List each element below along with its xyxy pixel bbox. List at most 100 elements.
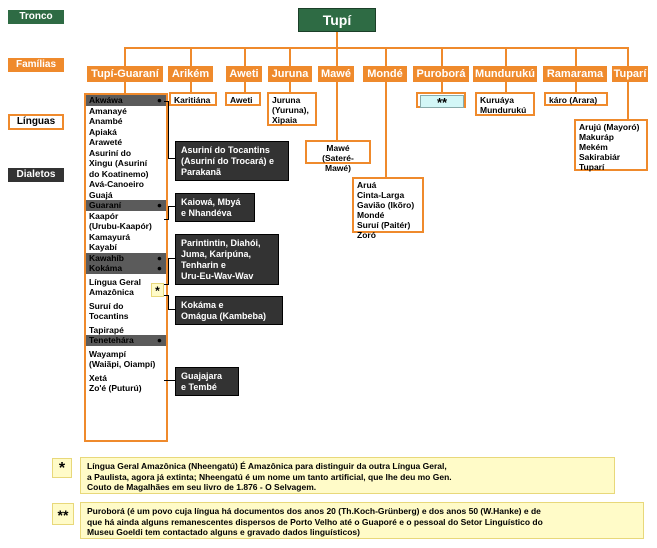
family-tupi-guarani: Tupí-Guaraní: [87, 66, 163, 82]
language-item: Tuparí: [579, 162, 605, 172]
languages-arikem: Karitiána: [169, 92, 217, 106]
family-aweti: Aweti: [226, 66, 262, 82]
dialect-line: Parintintin, Diahói,: [181, 238, 261, 248]
connector: [124, 82, 126, 93]
language-item: Amanayé: [86, 106, 166, 117]
legend-linguas: Línguas: [8, 114, 64, 130]
connector: [168, 258, 169, 284]
language-name: Avá-Canoeiro: [89, 179, 144, 189]
star-marker: *: [151, 282, 164, 298]
language-item: (Sateré-Mawé): [322, 153, 354, 173]
bullet-icon: ●: [156, 200, 162, 210]
family-tupari: Tuparí: [612, 66, 648, 82]
language-item: Mundurukú: [480, 105, 527, 115]
languages-juruna: Juruna (Yuruna), Xipaia: [267, 92, 317, 126]
connector: [627, 82, 629, 119]
family-arikem: Arikém: [168, 66, 213, 82]
language-name: Amanayé: [89, 105, 127, 116]
languages-munduruku: Kuruáya Mundurukú: [475, 92, 535, 116]
double-asterisk-marker: **: [420, 95, 464, 109]
languages-purobora: **: [416, 92, 466, 109]
language-item: (Urubu-Kaapór): [86, 221, 166, 232]
language-name: Tenetehára: [89, 335, 134, 345]
language-name: Asuriní do: [89, 147, 132, 158]
note-star-marker: *: [52, 458, 72, 478]
language-item: Kayabí: [86, 242, 166, 253]
language-item: do Koatinemo): [86, 169, 166, 180]
languages-ramarama: káro (Arara): [544, 92, 608, 106]
connector: [190, 47, 192, 66]
family-juruna: Juruna: [268, 66, 312, 82]
connector: [441, 82, 443, 92]
language-item: Juruna: [272, 95, 301, 105]
language-item: Mondé: [357, 210, 385, 220]
dialect-box-akwawa: Asuriní do Tocantins (Asuriní do Trocará…: [175, 141, 289, 181]
dialect-line: Guajajara: [181, 371, 223, 381]
language-name: Guaraní: [89, 200, 122, 210]
connector: [168, 158, 175, 159]
language-item: Arujú (Mayoró): [579, 122, 640, 132]
language-group-heading: Guaraní ●: [86, 200, 166, 211]
connector: [164, 219, 169, 220]
connector: [575, 82, 577, 92]
language-item: Suruí (Paitér): [357, 220, 411, 230]
language-item: Araweté: [86, 137, 166, 148]
languages-mawe: Mawé (Sateré-Mawé): [305, 140, 371, 173]
language-name: Apiaká: [89, 126, 117, 137]
connector: [168, 101, 169, 158]
connector: [336, 82, 338, 140]
note-line: Língua Geral Amazônica (Nheengatú) É Ama…: [87, 461, 447, 471]
family-munduruku: Mundurukú: [473, 66, 537, 82]
language-group-heading: Kokáma●: [86, 263, 166, 274]
language-name: Amazônica: [89, 287, 134, 297]
language-name: Kokáma: [89, 263, 123, 273]
language-item: Wayampí: [86, 349, 166, 360]
language-item: Cinta-Larga: [357, 190, 405, 200]
connector: [244, 82, 246, 92]
language-name: do Koatinemo): [89, 168, 149, 179]
languages-aweti: Aweti: [225, 92, 261, 106]
language-item: (Waiãpi, Oiampí): [86, 359, 166, 370]
language-name: (Waiãpi, Oiampí): [89, 359, 156, 369]
language-item: Tapirapé: [86, 325, 166, 336]
languages-monde: Aruá Cinta-Larga Gavião (Ikõro) Mondé Su…: [352, 177, 424, 240]
bullet-icon: ●: [156, 95, 162, 105]
language-name: Kawahíb: [89, 252, 124, 263]
language-item: Kuruáya: [480, 95, 515, 105]
language-item: Kamayurá: [86, 232, 166, 243]
language-item: Gavião (Ikõro): [357, 200, 415, 210]
language-name: Tocantins: [89, 311, 129, 321]
family-connector-line: [124, 47, 628, 49]
language-item: Kaapór: [86, 211, 166, 222]
dialect-line: Tenharin e: [181, 260, 226, 270]
language-item: Aruá: [357, 180, 377, 190]
connector: [190, 82, 192, 92]
legend-familias: Famílias: [8, 58, 64, 72]
dialect-line: (Asuriní do Trocará) e: [181, 156, 275, 166]
dialect-line: Omágua (Kambeba): [181, 311, 267, 321]
language-item: Aweti: [230, 95, 253, 105]
language-item: Apiaká: [86, 127, 166, 138]
language-item: Mekém: [579, 142, 608, 152]
language-item: Sakirabiár: [579, 152, 621, 162]
family-monde: Mondé: [363, 66, 407, 82]
legend-tronco: Tronco: [8, 10, 64, 24]
connector: [441, 47, 443, 66]
note-line: Couto de Magalhães em seu livro de 1.876…: [87, 482, 317, 492]
language-name: Língua Geral: [89, 276, 141, 287]
language-item: Karitiána: [174, 95, 211, 105]
language-group-heading: Kawahíb ●: [86, 252, 166, 263]
connector: [575, 47, 577, 66]
language-item: Xingu (Asuriní: [86, 158, 166, 169]
language-item: káro (Arara): [549, 95, 598, 105]
language-item: Asuriní do: [86, 148, 166, 159]
bullet-icon: ●: [156, 252, 162, 263]
family-mawe: Mawé: [318, 66, 354, 82]
language-name: Guajá: [89, 189, 113, 200]
language-name: Suruí do: [89, 300, 124, 311]
language-item: Tocantins: [86, 311, 166, 322]
connector: [164, 295, 169, 296]
note-line: Puroborá (é um povo cuja língua há docum…: [87, 506, 541, 516]
language-item: Anambé: [86, 116, 166, 127]
